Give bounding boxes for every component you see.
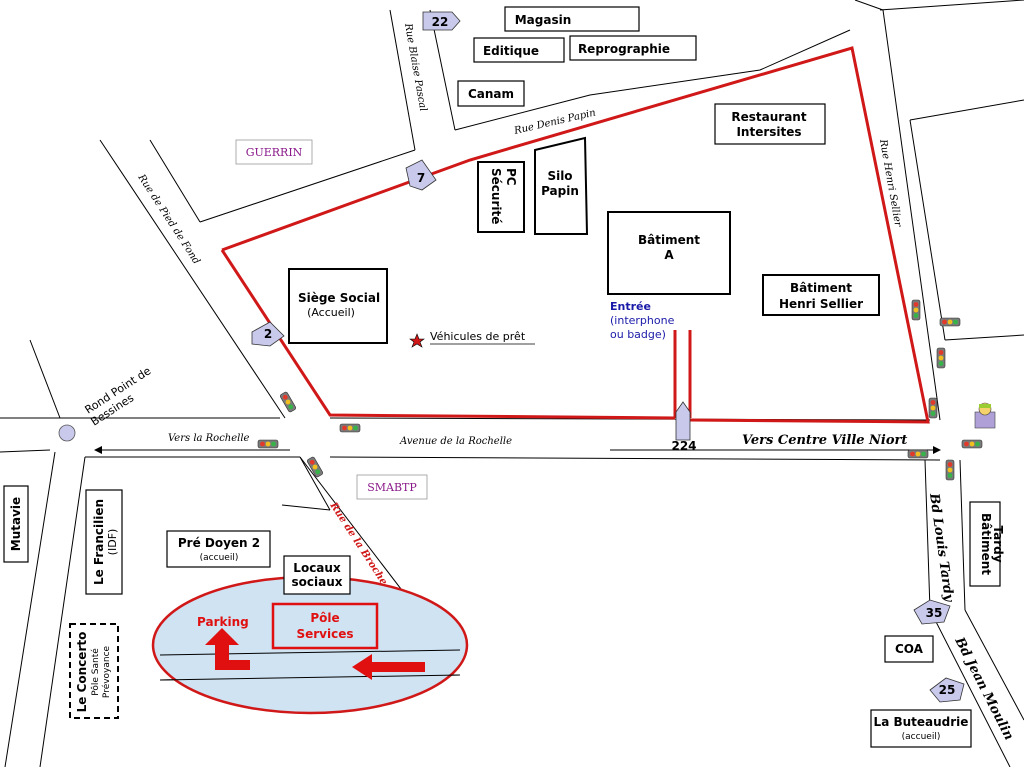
svg-text:Bâtiment: Bâtiment: [638, 233, 700, 247]
svg-text:Silo: Silo: [547, 169, 572, 183]
building-pre-doyen-2: Pré Doyen 2 (accueil): [166, 530, 271, 568]
building-pole-services: Pôle Services: [271, 602, 379, 650]
entrance-note-1: (interphone: [610, 314, 675, 327]
building-siege-social: Siège Social (Accueil): [288, 268, 388, 344]
svg-text:Prévoyance: Prévoyance: [101, 645, 112, 698]
svg-text:Mutavie: Mutavie: [9, 497, 23, 551]
svg-text:PC: PC: [504, 168, 518, 186]
roundabout-icon: [58, 424, 76, 442]
gate-2: 2: [251, 321, 285, 347]
svg-text:Tardy: Tardy: [991, 525, 1005, 562]
building-silo-papin: Silo Papin: [534, 136, 589, 235]
svg-text:Le Francilien: Le Francilien: [92, 499, 106, 585]
svg-text:(accueil): (accueil): [902, 732, 941, 742]
svg-text:Pré Doyen 2: Pré Doyen 2: [178, 536, 260, 550]
svg-text:224: 224: [671, 439, 696, 453]
svg-text:2: 2: [264, 327, 272, 341]
building-coa: COA: [884, 635, 934, 663]
svg-text:Canam: Canam: [468, 87, 514, 101]
svg-text:COA: COA: [895, 642, 924, 656]
building-editique: Editique: [473, 37, 565, 63]
svg-text:SMABTP: SMABTP: [367, 481, 417, 494]
building-a: Bâtiment A: [607, 211, 731, 295]
svg-text:GUERRIN: GUERRIN: [246, 146, 303, 159]
parking-label: Parking: [197, 615, 249, 629]
building-magasin: Magasin: [504, 6, 640, 32]
street-pied-de-fond: Rue de Pied de Fond: [135, 172, 202, 267]
svg-text:Locaux: Locaux: [293, 561, 341, 575]
svg-text:35: 35: [926, 606, 943, 620]
parking-turn-arrow-icon: [205, 628, 250, 670]
gate-224: 224: [671, 401, 697, 453]
svg-text:Véhicules de prêt: Véhicules de prêt: [430, 330, 526, 343]
svg-text:Magasin: Magasin: [515, 13, 572, 27]
label-guerrin: GUERRIN: [235, 139, 313, 165]
svg-text:7: 7: [417, 171, 425, 185]
svg-text:Sécurité: Sécurité: [489, 168, 503, 224]
svg-text:(accueil): (accueil): [200, 553, 239, 563]
svg-text:Le Concerto: Le Concerto: [75, 632, 89, 713]
svg-text:Henri Sellier: Henri Sellier: [779, 297, 863, 311]
loan-vehicles-marker: Véhicules de prêt: [409, 330, 535, 348]
svg-text:Restaurant: Restaurant: [731, 110, 806, 124]
building-la-buteaudrie: La Buteaudrie (accueil): [870, 709, 972, 748]
star-icon: [409, 333, 425, 348]
street-vers-la-rochelle: Vers la Rochelle: [168, 433, 250, 444]
building-henri-sellier: Bâtiment Henri Sellier: [762, 274, 880, 316]
street-vers-niort: Vers Centre Ville Niort: [742, 433, 907, 448]
svg-text:Intersites: Intersites: [736, 125, 801, 139]
pedestrian-icon: [974, 402, 996, 429]
building-le-francilien: Le Francilien (IDF): [85, 489, 123, 595]
svg-text:La Buteaudrie: La Buteaudrie: [874, 715, 969, 729]
svg-text:Papin: Papin: [541, 184, 579, 198]
gate-7: 7: [405, 159, 437, 191]
building-tardy: Bâtiment Tardy: [969, 501, 1005, 587]
gate-22: 22: [422, 11, 461, 31]
svg-text:(IDF): (IDF): [106, 529, 119, 556]
svg-text:Bâtiment: Bâtiment: [790, 281, 852, 295]
gate-25: 25: [929, 677, 965, 703]
svg-text:25: 25: [939, 683, 956, 697]
svg-text:Bâtiment: Bâtiment: [979, 513, 993, 575]
label-smabtp: SMABTP: [356, 474, 428, 500]
entrance-label: Entrée: [610, 300, 651, 313]
building-le-concerto: Le Concerto Pôle Santé Prévoyance: [69, 623, 119, 719]
building-locaux-sociaux: Locaux sociaux: [283, 555, 351, 595]
svg-text:Pôle: Pôle: [310, 611, 339, 625]
svg-text:Editique: Editique: [483, 44, 539, 58]
street-avenue-rochelle: Avenue de la Rochelle: [399, 436, 512, 447]
campus-perimeter: [221, 46, 930, 424]
svg-text:Pôle Santé: Pôle Santé: [90, 648, 101, 696]
entrance-note-2: ou badge): [610, 328, 666, 341]
svg-text:A: A: [664, 248, 674, 262]
svg-text:sociaux: sociaux: [292, 575, 343, 589]
svg-text:Services: Services: [296, 627, 353, 641]
street-bd-louis-tardy: Bd Louis Tardy: [926, 491, 956, 603]
svg-text:(Accueil): (Accueil): [307, 306, 355, 319]
building-canam: Canam: [457, 80, 525, 107]
building-pc-securite: PC Sécurité: [477, 161, 525, 233]
svg-text:Siège Social: Siège Social: [298, 291, 380, 305]
svg-text:22: 22: [432, 15, 449, 29]
building-mutavie: Mutavie: [3, 485, 29, 563]
svg-text:Reprographie: Reprographie: [578, 42, 670, 56]
building-restaurant-intersites: Restaurant Intersites: [714, 103, 826, 145]
building-reprographie: Reprographie: [569, 35, 697, 61]
parking-entry-arrow-icon: [352, 654, 425, 680]
gate-35: 35: [913, 599, 951, 625]
